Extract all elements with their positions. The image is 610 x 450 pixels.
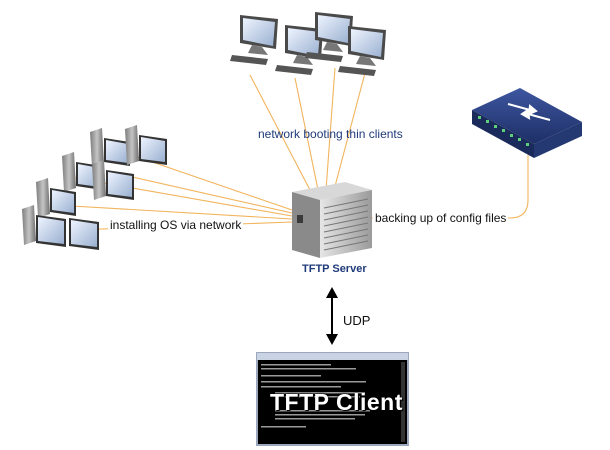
- desktop-computer-icon: [230, 15, 278, 65]
- thin-client-group: [230, 12, 386, 76]
- desktop-computer-icon: [92, 160, 134, 200]
- installing-os-label: installing OS via network: [108, 218, 244, 232]
- server-label: TFTP Server: [302, 263, 367, 275]
- desktop-computer-icon: [90, 128, 130, 168]
- udp-arrow: [326, 287, 338, 345]
- client-label: TFTP Client: [270, 389, 403, 415]
- network-switch-icon: [472, 88, 582, 158]
- server-tower-icon: [292, 182, 372, 258]
- desktop-computer-icon: [125, 125, 167, 165]
- desktop-computer-icon: [275, 25, 323, 75]
- terminal-window-icon: [256, 352, 409, 446]
- protocol-label: UDP: [343, 313, 371, 328]
- workstation-group: [22, 125, 167, 250]
- config-backup-label: backing up of config files: [373, 211, 509, 225]
- desktop-computer-icon: [305, 12, 353, 62]
- thin-clients-label: network booting thin clients: [258, 127, 403, 141]
- desktop-computer-icon: [338, 26, 386, 76]
- desktop-computer-icon: [36, 178, 76, 218]
- desktop-computer-icon: [22, 205, 66, 247]
- desktop-computer-icon: [69, 218, 99, 250]
